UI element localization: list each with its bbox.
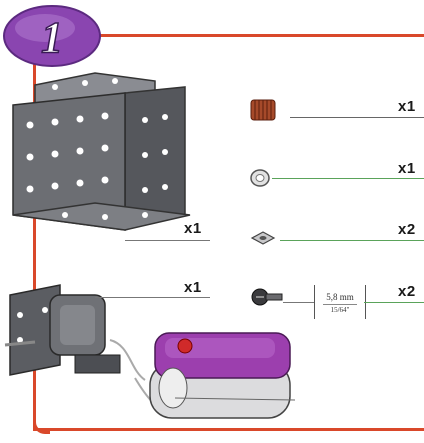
square-nut-illustration bbox=[250, 231, 276, 245]
pinion-gear-leader bbox=[290, 117, 424, 118]
frame-bottom-border bbox=[33, 428, 424, 431]
square-nut-quantity: x2 bbox=[398, 221, 416, 238]
frame-left-border bbox=[33, 60, 36, 430]
screw-length-inch: 15/64" bbox=[323, 304, 357, 314]
spacer-ring-quantity: x1 bbox=[398, 160, 416, 177]
motor-leader bbox=[95, 297, 210, 298]
spacer-ring-illustration bbox=[250, 169, 270, 187]
frame-top-border bbox=[60, 34, 424, 37]
square-nut-leader bbox=[280, 240, 424, 241]
screw-length-indicator: 5,8 mm 15/64" bbox=[314, 285, 366, 319]
battery-box-illustration bbox=[134, 332, 296, 419]
angle-bracket-leader bbox=[125, 240, 210, 241]
angle-bracket-quantity: x1 bbox=[184, 220, 202, 237]
angle-bracket-illustration bbox=[12, 72, 191, 231]
step-badge: 1 bbox=[3, 5, 101, 67]
motor-quantity: x1 bbox=[184, 279, 202, 296]
screw-quantity: x2 bbox=[398, 283, 416, 300]
motor-illustration bbox=[4, 284, 146, 381]
screw-quantity-rule bbox=[364, 302, 424, 303]
step-number: 1 bbox=[41, 13, 63, 62]
screw-length-mm: 5,8 mm bbox=[326, 292, 354, 302]
frame-corner bbox=[33, 418, 50, 434]
pinion-gear-quantity: x1 bbox=[398, 98, 416, 115]
screw-leader bbox=[283, 302, 314, 303]
screw-illustration bbox=[251, 288, 283, 306]
spacer-ring-leader bbox=[272, 178, 424, 179]
pinion-gear-illustration bbox=[250, 99, 276, 121]
